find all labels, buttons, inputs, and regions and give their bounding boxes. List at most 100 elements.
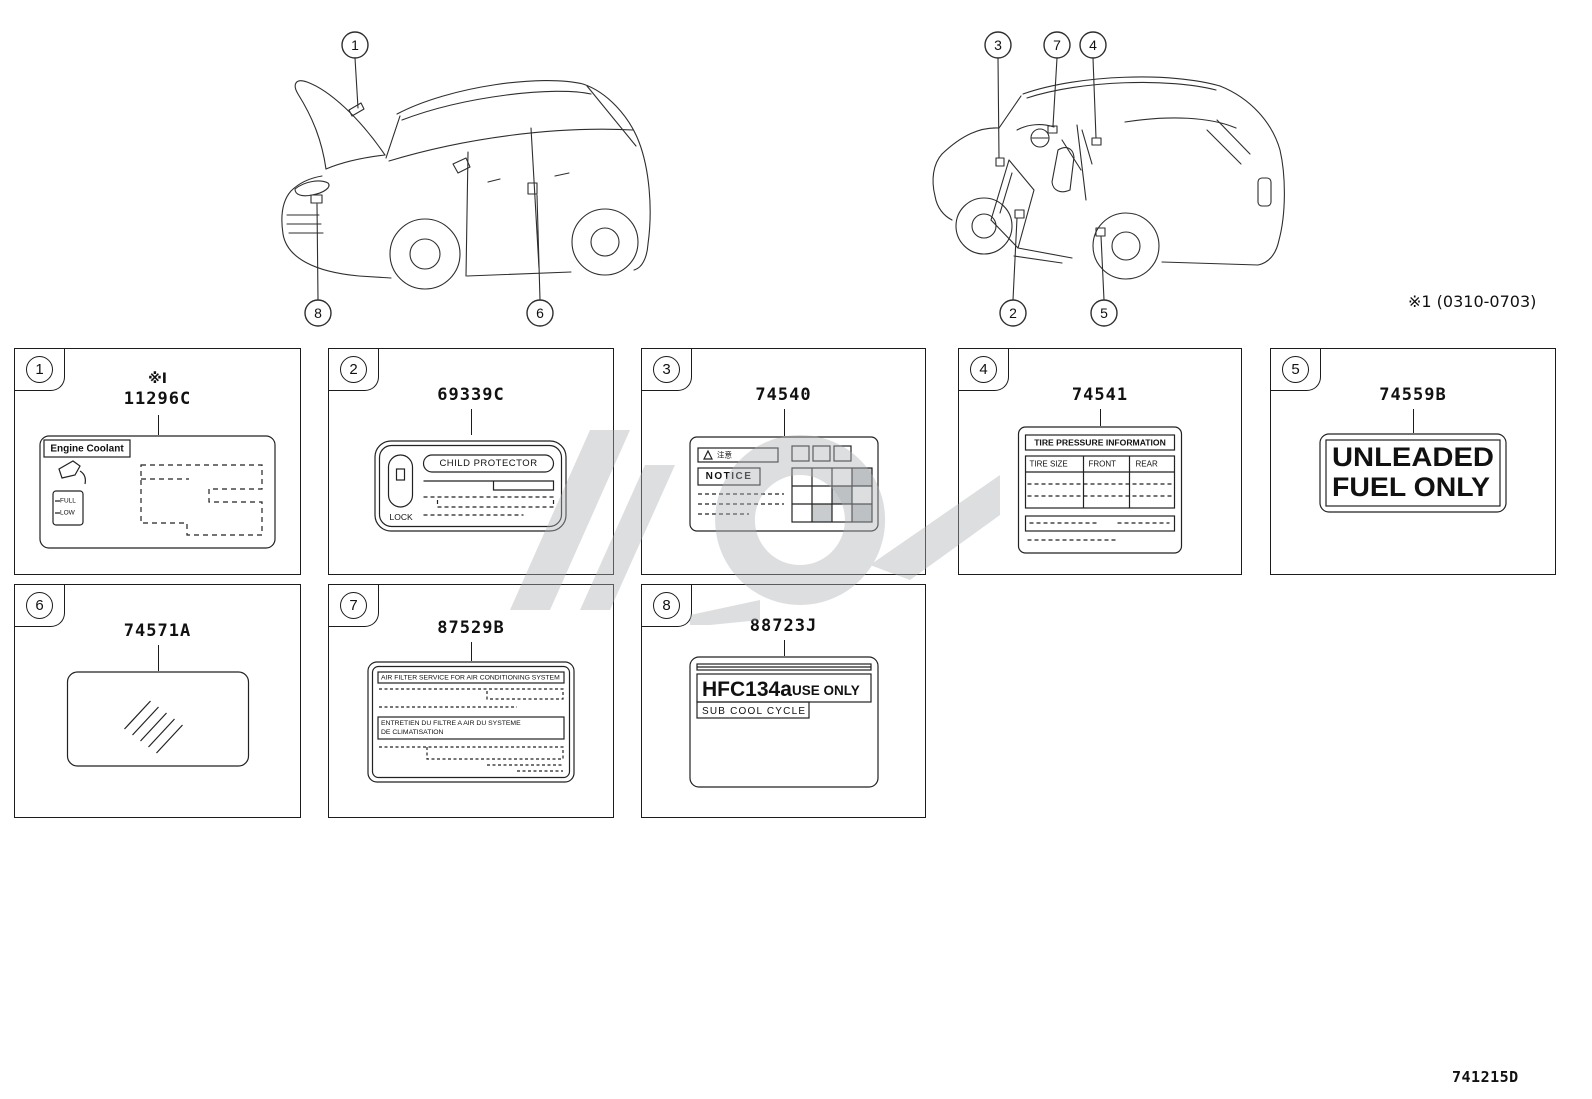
refrigerant-text: HFC134a bbox=[702, 678, 792, 701]
revision-note: ※1 (0310-0703) bbox=[1408, 292, 1537, 311]
part-number[interactable]: 74571A bbox=[123, 621, 192, 641]
panel-number: 1 bbox=[35, 361, 44, 378]
air-filter-en-text: AIR FILTER SERVICE FOR AIR CONDITIONING … bbox=[381, 674, 560, 681]
part-number[interactable]: 74559B bbox=[1379, 385, 1447, 405]
panel-4: 4 74541 TIRE PRESSURE INFORMATION TIRE S… bbox=[958, 348, 1242, 575]
leader-line bbox=[157, 645, 159, 671]
leader-line bbox=[1413, 409, 1414, 433]
pouring-jug-icon bbox=[57, 460, 86, 485]
engine-coolant-title: Engine Coolant bbox=[50, 444, 124, 455]
rear-col: REAR bbox=[1136, 460, 1158, 469]
callout-number: 3 bbox=[994, 37, 1002, 53]
glass-label bbox=[66, 671, 249, 767]
tire-size-col: TIRE SIZE bbox=[1030, 460, 1068, 469]
leader-line bbox=[471, 409, 472, 435]
caution-text: 注意 bbox=[717, 450, 732, 460]
callout-number: 5 bbox=[1100, 305, 1108, 321]
callout-circle[interactable]: 6 bbox=[526, 194, 554, 327]
panel-2: 2 69339C LOCK CHILD PROTECTOR bbox=[328, 348, 614, 575]
callout-number: 7 bbox=[1053, 37, 1061, 53]
panel-1: 1 ※I 11296C Engine Coolant FULL LOW bbox=[14, 348, 301, 575]
leader-line bbox=[1100, 409, 1101, 426]
lock-text: LOCK bbox=[390, 512, 413, 522]
panel-number-badge: 6 bbox=[26, 592, 53, 619]
part-number[interactable]: 74540 bbox=[755, 385, 812, 405]
air-filter-fr-text2: DE CLIMATISATION bbox=[381, 729, 444, 736]
front-col: FRONT bbox=[1089, 460, 1117, 469]
low-mark: LOW bbox=[60, 510, 76, 517]
front-label-mark bbox=[310, 194, 323, 204]
unleaded-fuel-label: UNLEADED FUEL ONLY bbox=[1319, 433, 1507, 513]
callout-number: 2 bbox=[1009, 305, 1017, 321]
floor-label-mark bbox=[1091, 137, 1102, 146]
car-body-outline bbox=[281, 79, 651, 290]
callout-number: 1 bbox=[351, 37, 359, 53]
part-number[interactable]: 11296C bbox=[123, 388, 192, 409]
panel-7: 7 87529B AIR FILTER SERVICE FOR AIR COND… bbox=[328, 584, 614, 818]
panel-number: 8 bbox=[662, 597, 671, 614]
panel-8: 8 88723J HFC134a USE ONLY SUB COOL CYCLE bbox=[641, 584, 926, 818]
refrigerant-label: HFC134a USE ONLY SUB COOL CYCLE bbox=[688, 656, 879, 788]
tire-pressure-label: TIRE PRESSURE INFORMATION TIRE SIZE FRON… bbox=[1017, 426, 1183, 554]
panel-number: 7 bbox=[349, 597, 358, 614]
panel-number-badge: 3 bbox=[653, 356, 680, 383]
child-protector-text: CHILD PROTECTOR bbox=[439, 458, 537, 469]
leader-line bbox=[783, 640, 785, 656]
unleaded-line2: FUEL ONLY bbox=[1332, 472, 1490, 502]
part-number[interactable]: 88723J bbox=[749, 616, 818, 636]
part-number[interactable]: 87529B bbox=[437, 618, 505, 638]
callout-circle[interactable]: 3 bbox=[984, 31, 1012, 159]
callout-circle[interactable]: 2 bbox=[999, 217, 1027, 327]
door-label-mark bbox=[1014, 209, 1025, 219]
full-mark: FULL bbox=[60, 498, 76, 505]
panel-number: 4 bbox=[979, 361, 988, 378]
engine-coolant-label: Engine Coolant FULL LOW bbox=[38, 435, 276, 549]
coolant-reservoir-icon bbox=[51, 490, 84, 526]
callout-number: 4 bbox=[1089, 37, 1097, 53]
leader-line bbox=[783, 409, 785, 436]
sub-cool-text: SUB COOL CYCLE bbox=[702, 706, 806, 717]
callout-circle[interactable]: 1 bbox=[341, 31, 369, 109]
part-note-prefix: ※I bbox=[148, 371, 167, 387]
callout-number: 8 bbox=[314, 305, 322, 321]
notice-label: 注意 NOTICE bbox=[688, 436, 879, 532]
panel-5: 5 74559B UNLEADED FUEL ONLY bbox=[1270, 348, 1556, 575]
glass-hatch-marks bbox=[123, 700, 183, 754]
callout-circle[interactable]: 4 bbox=[1079, 31, 1107, 139]
panel-number-badge: 7 bbox=[340, 592, 367, 619]
panel-number-badge: 5 bbox=[1282, 356, 1309, 383]
leader-line bbox=[157, 415, 159, 435]
panel-number-badge: 2 bbox=[340, 356, 367, 383]
panel-3: 3 74540 注意 NOTICE bbox=[641, 348, 926, 575]
part-number[interactable]: 74541 bbox=[1071, 385, 1129, 405]
panel-number-badge: 8 bbox=[653, 592, 680, 619]
part-number[interactable]: 69339C bbox=[437, 385, 505, 405]
panel-number-badge: 4 bbox=[970, 356, 997, 383]
callout-circle[interactable]: 7 bbox=[1043, 31, 1071, 127]
tire-pressure-title: TIRE PRESSURE INFORMATION bbox=[1034, 438, 1166, 448]
notice-grid bbox=[790, 467, 873, 523]
leader-line bbox=[471, 642, 472, 661]
callout-circle[interactable]: 8 bbox=[304, 203, 332, 327]
dash-label-mark bbox=[995, 157, 1005, 167]
caution-triangle-icon bbox=[702, 449, 713, 460]
use-only-text: USE ONLY bbox=[792, 683, 860, 698]
callout-circle[interactable]: 5 bbox=[1090, 235, 1118, 327]
open-door bbox=[990, 159, 1035, 249]
panel-number: 2 bbox=[349, 361, 358, 378]
hood-label-mark bbox=[348, 102, 365, 117]
panel-number: 3 bbox=[662, 361, 671, 378]
panel-6: 6 74571A bbox=[14, 584, 301, 818]
drawing-number: 741215D bbox=[1452, 1068, 1519, 1086]
panel-number-badge: 1 bbox=[26, 356, 53, 383]
front-car-drawing: 1 8 6 bbox=[281, 31, 651, 327]
open-hood bbox=[294, 80, 386, 170]
air-filter-fr-text1: ENTRETIEN DU FILTRE A AIR DU SYSTEME bbox=[381, 720, 521, 727]
panel-number: 6 bbox=[35, 597, 44, 614]
child-protector-label: LOCK CHILD PROTECTOR bbox=[374, 440, 567, 532]
notice-text: NOTICE bbox=[705, 471, 752, 482]
air-filter-label: AIR FILTER SERVICE FOR AIR CONDITIONING … bbox=[367, 661, 575, 783]
callout-number: 6 bbox=[536, 305, 544, 321]
panel-number: 5 bbox=[1291, 361, 1300, 378]
